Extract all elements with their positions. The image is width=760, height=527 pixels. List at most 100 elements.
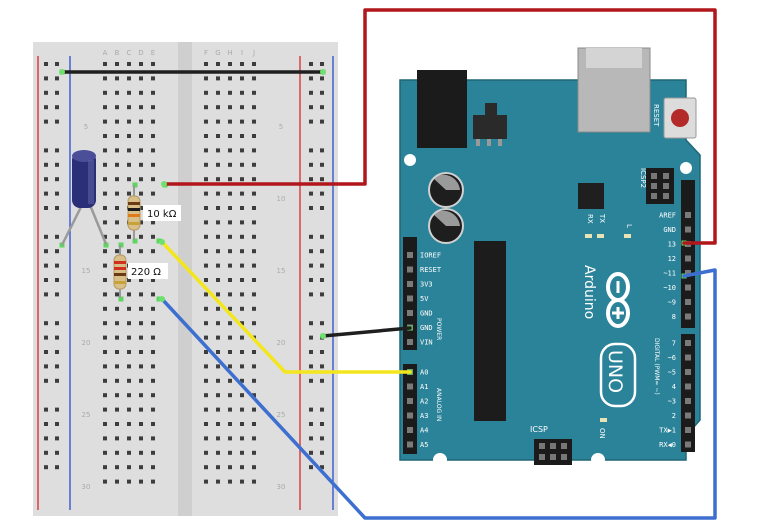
row-number: 5: [84, 123, 88, 131]
rail-hole: [320, 422, 324, 426]
rail-hole: [309, 177, 313, 182]
rail-hole: [309, 76, 313, 81]
resistor-label-box: [143, 205, 181, 221]
power-pin-label: GND: [420, 310, 433, 318]
power-pin-socket[interactable]: [407, 310, 413, 316]
breadboard-hole: [204, 62, 208, 66]
breadboard-hole: [151, 105, 155, 110]
digital-pin-socket[interactable]: [685, 284, 691, 291]
arduino-brand-text: Arduino: [581, 265, 597, 319]
breadboard-hole: [252, 220, 256, 225]
breadboard-hole: [139, 134, 143, 138]
resistor-10k: 10 kΩ: [127, 185, 181, 240]
digital-pin-socket[interactable]: [685, 313, 691, 320]
digital-pin-socket[interactable]: [685, 299, 691, 305]
rail-hole: [44, 350, 48, 354]
breadboard-hole: [103, 191, 107, 196]
analog-pin-socket[interactable]: [407, 383, 413, 390]
breadboard-hole: [252, 105, 256, 110]
rail-hole: [44, 378, 48, 383]
breadboard-hole: [115, 119, 119, 124]
breadboard-hole: [139, 364, 143, 369]
rail-hole: [44, 364, 48, 369]
breadboard-hole: [240, 321, 244, 326]
breadboard-hole: [228, 292, 232, 297]
rail-hole: [320, 206, 324, 210]
power-pin-socket[interactable]: [407, 281, 413, 287]
breadboard-hole: [127, 62, 131, 66]
rail-hole: [44, 62, 48, 66]
rail-hole: [44, 119, 48, 124]
breadboard-hole: [228, 90, 232, 95]
breadboard-hole: [252, 407, 256, 412]
rail-hole: [55, 90, 59, 95]
breadboard-hole: [228, 364, 232, 369]
row-number: 30: [82, 483, 91, 491]
breadboard-hole: [103, 278, 107, 282]
rail-hole: [44, 191, 48, 196]
breadboard-hole: [139, 177, 143, 182]
rail-hole: [44, 422, 48, 426]
breadboard-hole: [240, 393, 244, 398]
rail-hole: [309, 234, 313, 239]
breadboard-hole: [240, 364, 244, 369]
reset-button-cap[interactable]: [671, 109, 689, 127]
digital-pin-socket[interactable]: [685, 255, 691, 262]
digital-pin-socket[interactable]: [685, 383, 691, 390]
power-pin-socket[interactable]: [407, 339, 413, 345]
digital-pin-socket[interactable]: [685, 441, 691, 448]
breadboard-hole: [240, 436, 244, 441]
breadboard-hole: [151, 436, 155, 441]
analog-pin-socket[interactable]: [407, 441, 413, 448]
power-pin-socket[interactable]: [407, 266, 413, 273]
breadboard-hole: [216, 119, 220, 124]
breadboard-hole: [115, 378, 119, 383]
digital-pin-socket[interactable]: [685, 427, 691, 433]
digital-pin-socket[interactable]: [685, 340, 691, 346]
digital-pin-socket[interactable]: [685, 226, 691, 233]
digital-pin-label: ~10: [663, 284, 676, 292]
rail-hole: [309, 407, 313, 412]
analog-pin-socket[interactable]: [407, 427, 413, 433]
digital-pin-socket[interactable]: [685, 270, 691, 276]
breadboard-hole: [103, 62, 107, 66]
breadboard-hole: [252, 465, 256, 470]
rail-hole: [320, 177, 324, 182]
rail-hole: [44, 263, 48, 268]
column-letter: E: [151, 49, 155, 57]
breadboard-hole: [216, 249, 220, 254]
breadboard-hole: [204, 350, 208, 354]
breadboard-hole: [139, 335, 143, 340]
digital-pin-socket[interactable]: [685, 212, 691, 218]
breadboard-hole: [103, 263, 107, 268]
breadboard-hole: [228, 465, 232, 470]
reset-label: RESET: [652, 104, 660, 127]
digital-pin-label: ~11: [663, 270, 676, 278]
power-pin-socket[interactable]: [407, 295, 413, 302]
digital-pin-socket[interactable]: [685, 412, 691, 419]
breadboard-hole: [216, 177, 220, 182]
breadboard-hole: [151, 76, 155, 81]
breadboard-hole: [103, 206, 107, 210]
digital-pin-socket[interactable]: [685, 369, 691, 375]
breadboard-hole: [115, 350, 119, 354]
digital-pin-label: 13: [668, 241, 676, 249]
analog-pin-label: A2: [420, 398, 428, 406]
power-pin-socket[interactable]: [407, 252, 413, 258]
rail-hole: [309, 350, 313, 354]
breadboard-hole: [240, 479, 244, 484]
breadboard-hole: [252, 119, 256, 124]
breadboard-hole: [252, 249, 256, 254]
digital-pin-socket[interactable]: [685, 354, 691, 361]
rail-hole: [44, 105, 48, 110]
breadboard-hole: [103, 292, 107, 297]
breadboard-hole: [127, 378, 131, 383]
breadboard-hole: [204, 335, 208, 340]
analog-pin-socket[interactable]: [407, 412, 413, 419]
breadboard-hole: [103, 407, 107, 412]
analog-pin-socket[interactable]: [407, 398, 413, 404]
digital-pin-socket[interactable]: [685, 398, 691, 404]
breadboard-hole: [139, 105, 143, 110]
breadboard-hole: [228, 350, 232, 354]
breadboard-hole: [240, 249, 244, 254]
